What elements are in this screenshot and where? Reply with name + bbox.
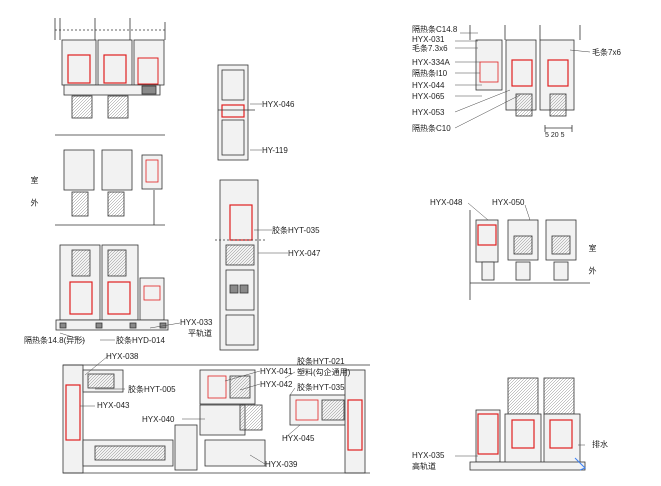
label-shiwai-right: 室 外 <box>588 244 597 281</box>
label-hyx-046: HYX-046 <box>262 100 295 109</box>
label-maotiao-73x6: 毛条7.3x6 <box>412 44 448 53</box>
label-jiaotiao-hyd-014: 胶条HYD-014 <box>116 336 165 345</box>
label-hyx-065: HYX-065 <box>412 92 445 101</box>
label-suliao: 塑料(勾企通用) <box>297 368 351 377</box>
label-gereitiao-c10: 隔热条C10 <box>412 124 451 133</box>
label-gaogui: 高轨道 <box>412 462 436 471</box>
label-hyx-053: HYX-053 <box>412 108 445 117</box>
label-maotiao-7x6: 毛条7x6 <box>592 48 621 57</box>
center-bottom-profile <box>215 179 265 351</box>
left-middle-section <box>55 134 165 226</box>
leader-lines <box>59 32 591 465</box>
label-hyx-334a: HYX-334A <box>412 58 450 67</box>
right-middle-section <box>469 210 590 300</box>
label-hyx-045: HYX-045 <box>282 434 315 443</box>
label-hyx-040: HYX-040 <box>142 415 175 424</box>
label-jiaotiao-hyt-005: 胶条HYT-005 <box>128 385 176 394</box>
top-right-section <box>469 25 581 132</box>
label-hyx-041: HYX-041 <box>260 367 293 376</box>
label-hyx-042: HYX-042 <box>260 380 293 389</box>
label-hyx-044: HYX-044 <box>412 81 445 90</box>
label-gereitiao-148-yixing: 隔热条14.8(异形) <box>24 336 85 345</box>
label-pinggui: 平轨道 <box>188 329 212 338</box>
label-hyx-047: HYX-047 <box>288 249 321 258</box>
label-hy-119: HY-119 <box>262 146 288 155</box>
label-gereitiao-i10: 隔热条I10 <box>412 69 448 78</box>
label-shiwai-left: 室 外 <box>30 176 39 213</box>
label-hyx-039: HYX-039 <box>265 460 298 469</box>
label-hyx-050: HYX-050 <box>492 198 525 207</box>
label-hyx-048: HYX-048 <box>430 198 463 207</box>
label-jiaotiao-hyt-035: 胶条HYT-035 <box>272 226 320 235</box>
label-jiaotiao-hyt-021: 胶条HYT-021 <box>297 357 345 366</box>
bottom-horizontal-section <box>62 364 370 474</box>
right-bottom-section <box>469 377 586 471</box>
label-dims: 5 20 5 <box>545 132 565 139</box>
center-top-profile <box>217 64 255 161</box>
label-hyx-043: HYX-043 <box>97 401 130 410</box>
label-hyx-033: HYX-033 <box>180 318 213 327</box>
label-hyx-035: HYX-035 <box>412 451 445 460</box>
label-hyx-031: HYX-031 <box>412 35 445 44</box>
left-bottom-section <box>55 244 169 331</box>
label-hyx-038: HYX-038 <box>106 352 139 361</box>
top-left-section <box>54 18 166 119</box>
label-paishui: 排水 <box>592 440 608 449</box>
label-jiaotiao-hyt-035-b: 胶条HYT-035 <box>297 383 345 392</box>
label-gereitiao-c148: 隔热条C14.8 <box>412 25 458 34</box>
